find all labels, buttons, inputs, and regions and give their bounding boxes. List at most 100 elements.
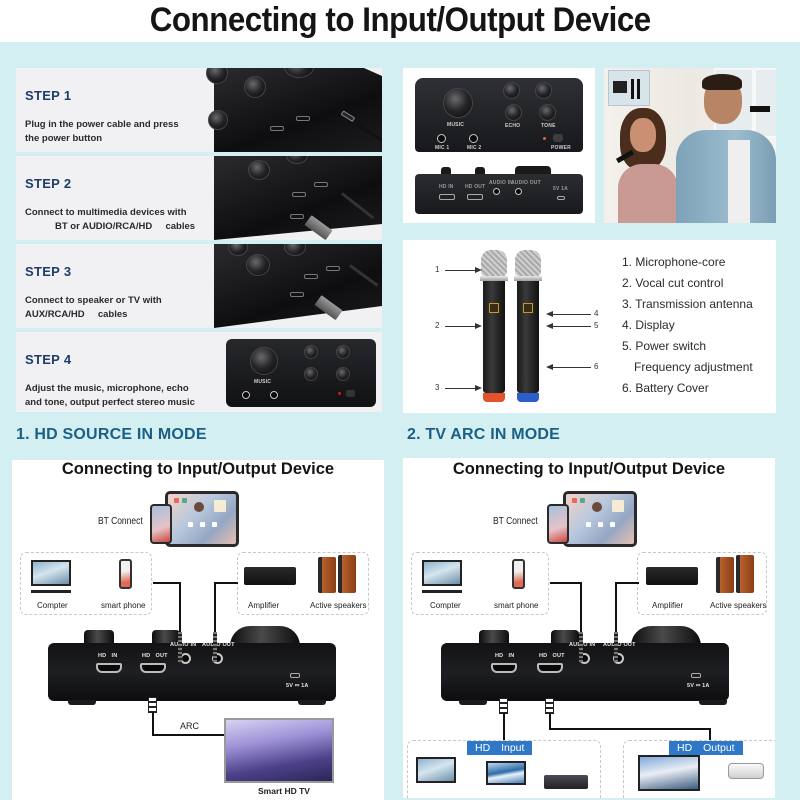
product-box-thumbnail (608, 70, 650, 106)
power-led-icon (338, 392, 341, 395)
hdmi-plug-icon (148, 697, 157, 713)
knob-icon (441, 167, 451, 175)
wire (503, 714, 505, 744)
mixer-foot (699, 700, 727, 705)
arrow-icon (546, 364, 553, 370)
tone-label: TONE (541, 123, 556, 129)
music-knob-icon (230, 626, 300, 646)
output-devices-group: Amplifier Active speakers (637, 552, 767, 615)
power-in-label: 5V ⎓ 1A (687, 683, 710, 689)
aux-cable-icon (349, 264, 379, 287)
hd-out-label: HD OUT (539, 653, 565, 659)
knob-icon (152, 630, 180, 646)
mic2-jack-icon (469, 134, 478, 143)
knob-icon (244, 76, 266, 98)
hd-in-port-icon (96, 663, 122, 673)
tv-icon (638, 755, 700, 791)
laptop-icon (486, 761, 526, 785)
microphone-icon (750, 106, 770, 112)
mic2-knob-icon (336, 345, 350, 359)
hd-out-port-icon (537, 663, 563, 673)
step-description-line: and tone, output perfect stereo music (25, 397, 195, 408)
micro-usb-port-icon (557, 196, 565, 200)
wire (549, 714, 551, 730)
port-icon (290, 292, 304, 297)
mixer-foot (459, 700, 487, 705)
knob-icon (284, 244, 306, 256)
power-in-label: 5V ⎓ 1A (286, 683, 309, 689)
callout-3: 3 (435, 383, 440, 392)
man-shirt (676, 130, 776, 223)
knob-icon (228, 244, 248, 256)
legend-item: 2. Vocal cut control (622, 276, 724, 290)
step-card-1: STEP 1 Plug in the power cable and press… (16, 68, 382, 152)
callout-6: 6 (594, 362, 599, 371)
hd-output-badge: HD Output (669, 741, 743, 755)
mic-display-icon (489, 303, 499, 313)
mixer-output-photo (214, 244, 382, 328)
audio-out-label: AUDIO OUT (511, 180, 541, 186)
audio-in-jack-icon (493, 188, 500, 195)
aux-cable-icon (614, 632, 618, 662)
music-label: MUSIC (254, 379, 272, 385)
arrow-line (553, 314, 591, 315)
arrow-icon (546, 311, 553, 317)
hdmi-plug-icon (499, 698, 508, 714)
wire (152, 712, 154, 736)
step-card-3: STEP 3 Connect to speaker or TV with AUX… (16, 244, 382, 328)
mixer-input-photo (214, 156, 382, 240)
music-knob-icon (250, 347, 278, 375)
legend-item: 5. Power switch (622, 339, 707, 353)
mic1-jack-icon (242, 391, 250, 399)
mic1-jack-icon (437, 134, 446, 143)
knob-icon (284, 68, 314, 78)
mixer-top-view: MUSIC ECHO TONE MIC 1 MIC 2 POWER (415, 78, 583, 152)
hd-out-label: HD OUT (465, 184, 486, 190)
mic-cap-blue (517, 393, 539, 402)
phone-icon (150, 504, 172, 544)
mic-cap-red (483, 393, 505, 402)
echo-label: ECHO (505, 123, 521, 129)
tablet-icon (165, 491, 239, 547)
amplifier-icon (646, 567, 698, 585)
hd-in-label: HD IN (98, 653, 118, 659)
mic2-jack-label: MIC 2 (467, 145, 482, 151)
hd-output-devices-group (623, 740, 775, 798)
legend-item: 6. Battery Cover (622, 381, 709, 395)
window-decor (754, 68, 776, 138)
tablet-icon (563, 491, 637, 547)
port-icon (292, 192, 306, 197)
input-devices-group: Compter smart phone (411, 552, 549, 615)
port-icon (314, 182, 328, 187)
man-hair (702, 74, 742, 90)
wire (179, 582, 181, 642)
step-description: Adjust the music, microphone, echo and t… (25, 382, 245, 410)
wire (550, 582, 580, 584)
power-button-icon (346, 390, 355, 397)
output-devices-group: Amplifier Active speakers (237, 552, 369, 615)
hd-out-label: HD OUT (142, 653, 168, 659)
computer-icon (31, 560, 71, 586)
callout-2: 2 (435, 321, 440, 330)
port-icon (270, 126, 284, 131)
port-icon (326, 266, 340, 271)
mixer-back-panel: HD IN HD OUT AUDIO IN AUDIO OUT 5V ⎓ 1A (48, 642, 336, 701)
aux-cable-icon (178, 632, 182, 662)
knob-icon (475, 167, 485, 175)
arc-label: ARC (180, 721, 200, 731)
legend-item: 1. Microphone-core (622, 255, 726, 269)
legend-item: Frequency adjustment (634, 360, 753, 374)
step-title: STEP 4 (25, 352, 72, 367)
audio-out-jack-icon (515, 188, 522, 195)
device-label-active-speakers: Active speakers (310, 601, 367, 610)
smartphone-icon (119, 559, 132, 589)
legend-item: 3. Transmission antenna (622, 297, 753, 311)
mixer-foot (68, 700, 96, 705)
mic-display-icon (523, 303, 533, 313)
arrow-icon (475, 267, 482, 273)
arrow-icon (546, 323, 553, 329)
legend-item: 4. Display (622, 318, 675, 332)
wire (153, 582, 179, 584)
smart-tv-label: Smart HD TV (258, 786, 310, 796)
